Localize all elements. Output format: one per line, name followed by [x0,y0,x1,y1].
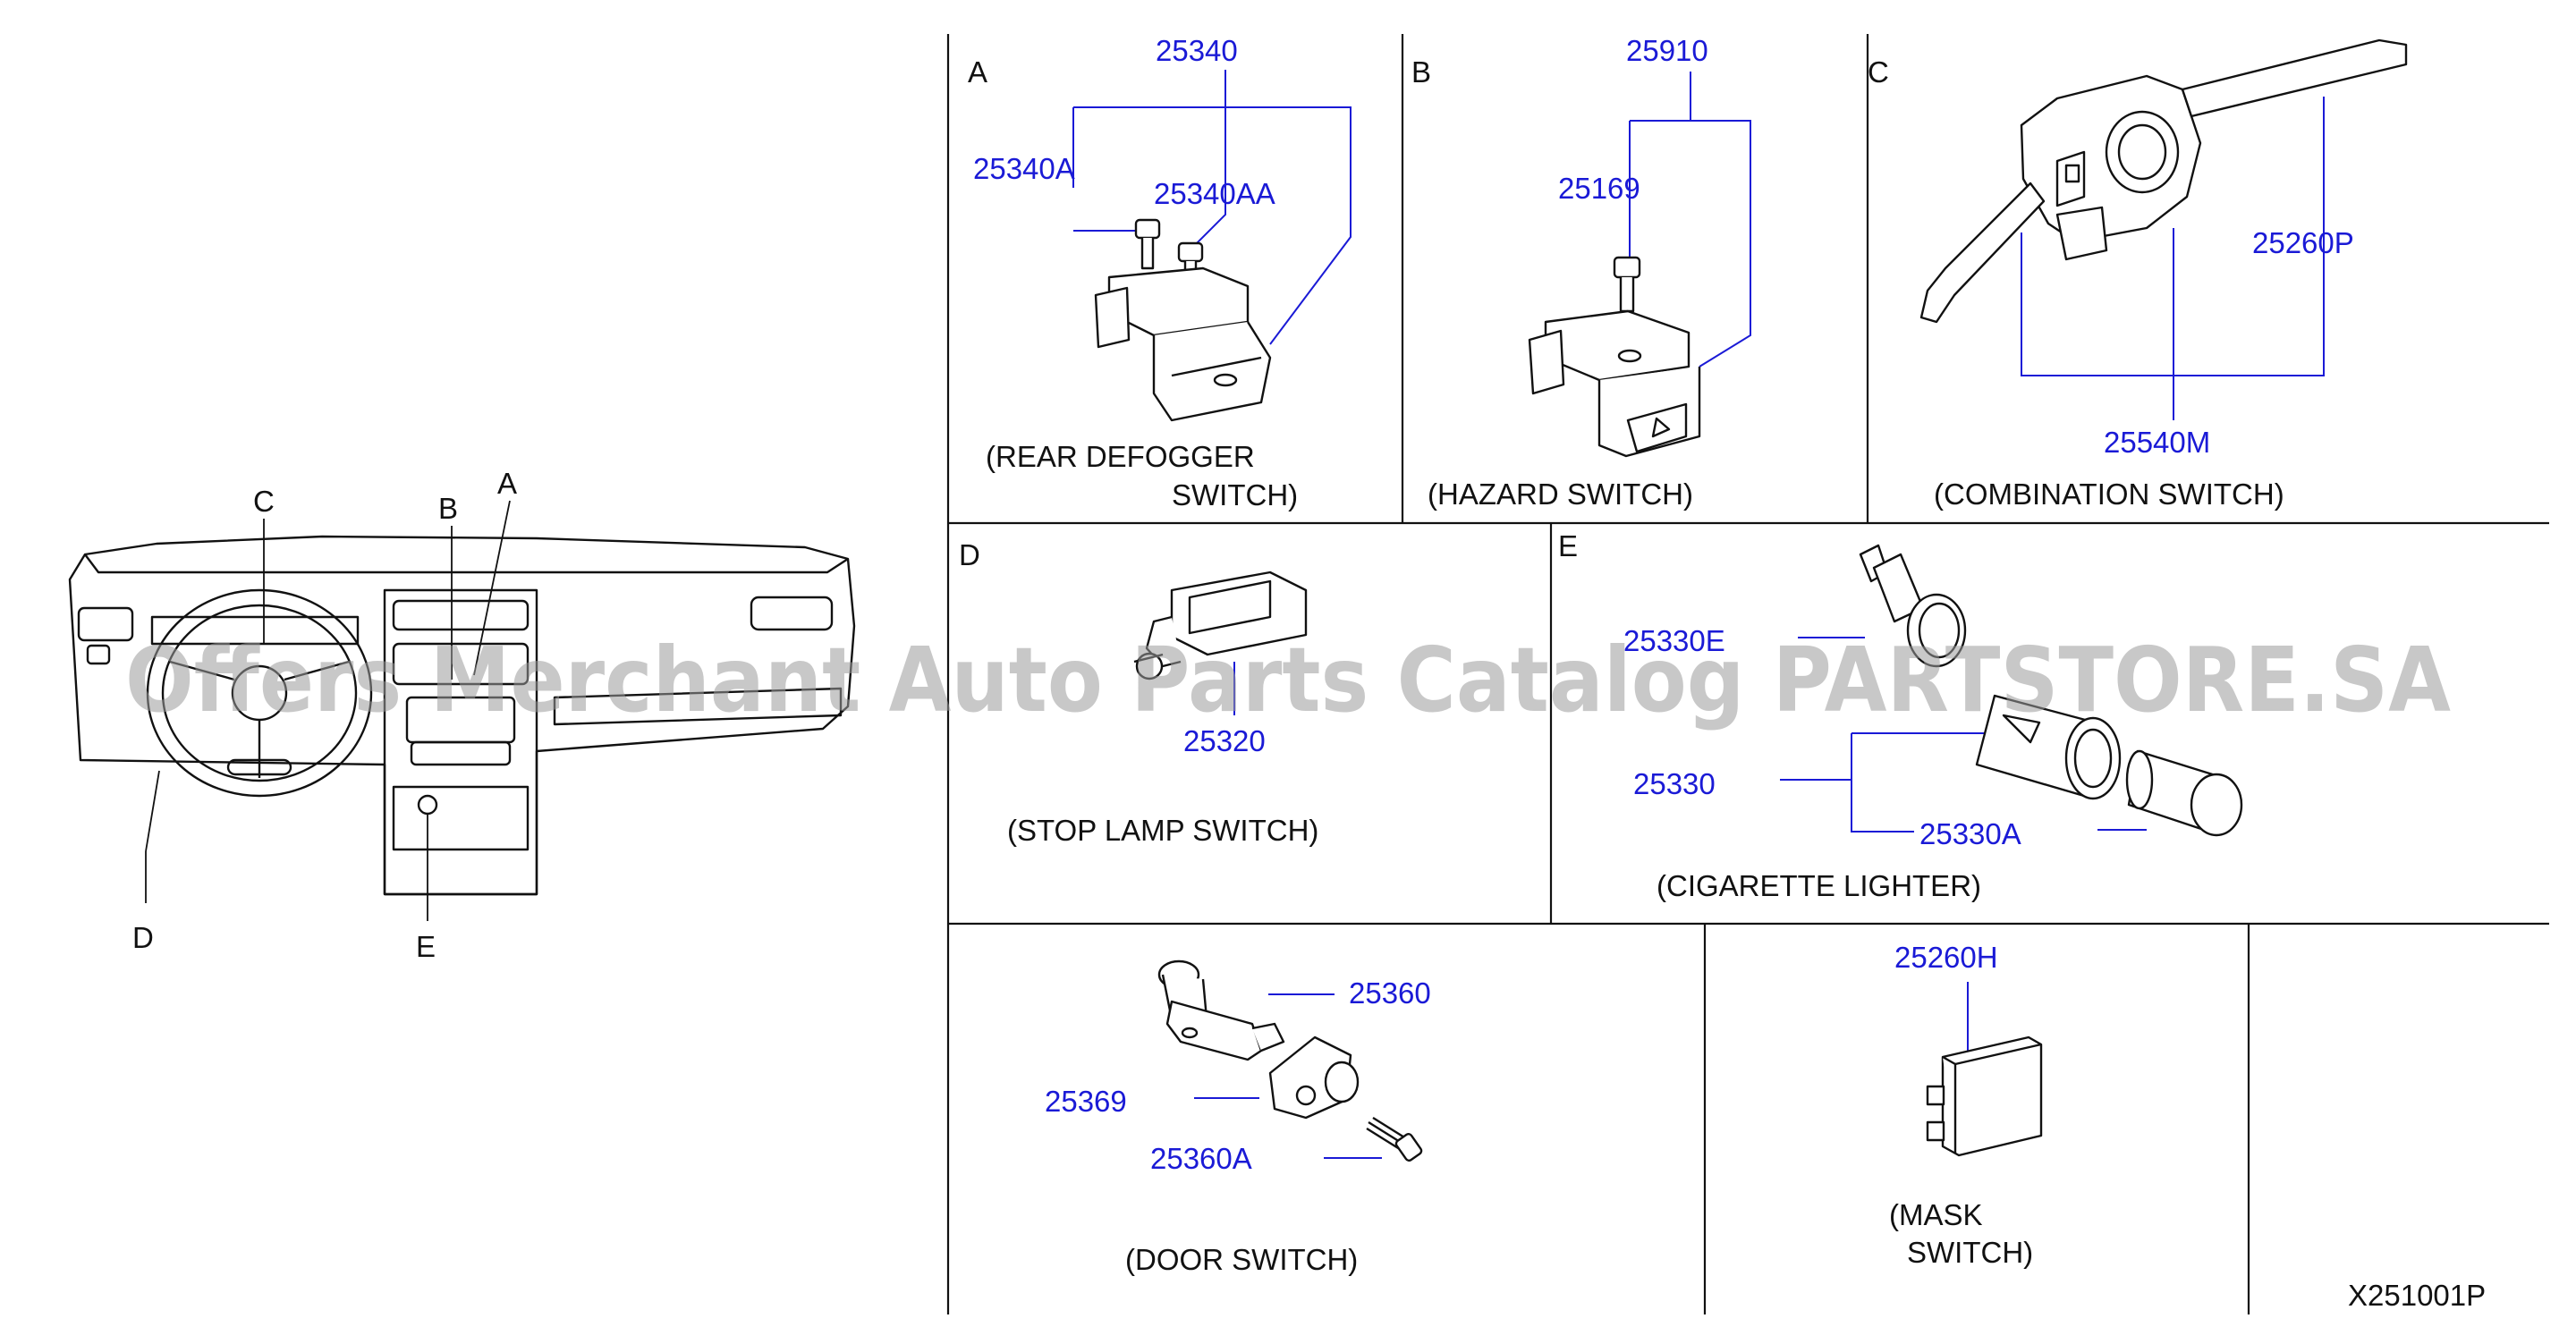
screw-icon [1613,256,1641,313]
part-25340[interactable]: 25340 [1156,34,1238,67]
overview-label-e: E [416,930,436,963]
panel-a-letter: A [968,55,987,89]
panel-a-caption-2: SWITCH) [1172,478,1298,511]
part-25260p[interactable]: 25260P [2252,226,2354,259]
part-25260h[interactable]: 25260H [1894,941,1998,974]
panel-mask-caption-2: SWITCH) [1907,1236,2033,1269]
panel-a: A 25340 25340A 25340AA (REAR DEFOGGER SW… [968,34,1352,511]
part-25369[interactable]: 25369 [1045,1085,1127,1118]
cigarette-lighter-icon [1859,544,2243,837]
part-25340aa[interactable]: 25340AA [1154,177,1275,210]
panel-c-caption: (COMBINATION SWITCH) [1934,478,2284,511]
diagram-code: X251001P [2348,1279,2486,1312]
watermark-text: Offers Merchant Auto Parts Catalog PARTS… [125,628,2451,732]
part-25360[interactable]: 25360 [1349,976,1431,1010]
rear-defogger-switch-icon [1094,266,1272,422]
overview-label-a: A [497,467,517,500]
part-25360a[interactable]: 25360A [1150,1142,1252,1175]
panel-a-caption-1: (REAR DEFOGGER [986,440,1255,473]
overview-label-d: D [132,921,154,954]
hazard-switch-icon [1528,309,1701,458]
panel-b-letter: B [1411,55,1431,89]
part-25330a[interactable]: 25330A [1919,817,2021,850]
door-switch-icon [1157,959,1423,1162]
panel-e-caption: (CIGARETTE LIGHTER) [1657,869,1981,902]
panel-c: C 25260P 25540M (COMBINATION SWITCH) [1868,38,2408,511]
panel-d-letter: D [959,538,980,571]
panel-door-caption: (DOOR SWITCH) [1125,1243,1358,1276]
mask-switch-icon [1926,1035,2043,1157]
panel-e: E 25330E 25330 25330A (CIGARETTE LIGHTER… [1558,529,2243,902]
overview-leaders [145,500,511,921]
part-25330[interactable]: 25330 [1633,767,1716,800]
stop-lamp-switch-icon [1133,571,1308,680]
part-25540m[interactable]: 25540M [2104,426,2210,459]
panel-d: D 25320 (STOP LAMP SWITCH) [959,538,1318,847]
combination-switch-icon [1919,38,2408,324]
panel-mask-caption-1: (MASK [1889,1198,1983,1231]
panel-c-letter: C [1868,55,1889,89]
part-25320[interactable]: 25320 [1183,724,1266,757]
overview-label-c: C [253,485,275,518]
part-25340a[interactable]: 25340A [973,152,1075,185]
panel-b-caption: (HAZARD SWITCH) [1428,478,1693,511]
part-25169[interactable]: 25169 [1558,172,1640,205]
part-25910[interactable]: 25910 [1626,34,1708,67]
panel-b: B 25910 25169 (HAZARD SWITCH) [1411,34,1751,511]
part-25330e[interactable]: 25330E [1623,624,1725,657]
dashboard-illustration [68,535,856,896]
overview-label-b: B [438,492,458,525]
panel-mask: 25260H (MASK SWITCH) [1889,941,2043,1269]
panel-e-letter: E [1558,529,1578,562]
panel-grid [946,34,2549,1314]
panel-d-caption: (STOP LAMP SWITCH) [1007,814,1318,847]
panel-door: 25360 25369 25360A (DOOR SWITCH) [1045,959,1431,1276]
